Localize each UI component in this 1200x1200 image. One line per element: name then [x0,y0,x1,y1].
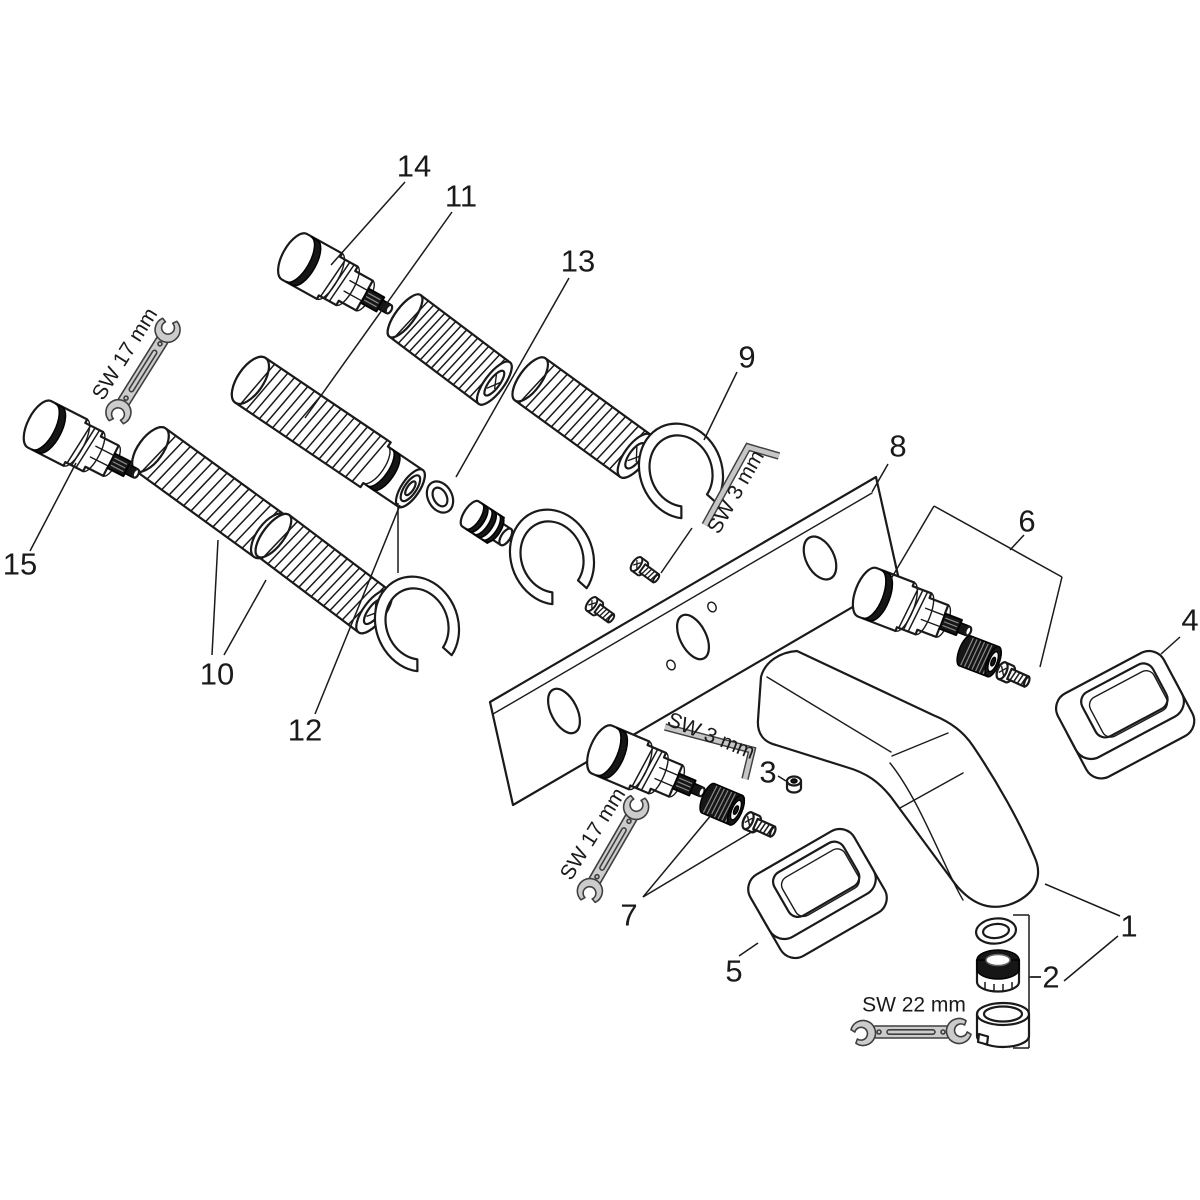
part-label-12: 12 [288,713,322,748]
threaded-extension-tube-11 [230,355,426,509]
part-label-11: 11 [445,179,477,214]
handle-screw-6 [993,659,1034,692]
leader-line-15 [29,462,77,552]
leader-line-10 [223,579,267,656]
leader-line-8 [871,463,889,493]
wall-plate [488,475,901,807]
circlip-12b [494,495,608,615]
escutcheon-5 [740,821,895,966]
leader-line-4 [1160,636,1181,655]
leader-line-10 [211,539,219,656]
part-label-15: 15 [3,547,37,582]
part-label-14: 14 [397,149,431,184]
aerator-insert [975,949,1021,993]
assembly-line [887,505,935,585]
part-label-3: 3 [759,755,776,790]
leader-line-12 [314,504,401,715]
grub-screw-3 [785,775,803,794]
part-label-13: 13 [561,244,595,279]
part-label-9: 9 [738,340,755,375]
part-label-4: 4 [1181,603,1198,638]
leader-line-13 [455,277,570,478]
assembly-line [1039,576,1063,668]
leader-line-7 [642,829,756,898]
leader-line-6 [1009,534,1025,551]
assembly-line [933,505,1063,578]
leader-line-7 [642,813,713,898]
valve-cartridge-14 [270,227,405,335]
washer-13 [425,480,455,514]
part-label-2: 2 [1042,960,1059,995]
threaded-extension-tube [380,288,519,411]
leader-line-14 [330,181,406,266]
hex-key-icon [664,723,757,780]
escutcheon-4 [1049,643,1200,786]
leader-line-3 [777,775,787,782]
plate-screw [627,554,664,588]
check-valve [459,499,514,547]
aerator-o-ring [974,917,1018,945]
part-label-1: 1 [1120,909,1137,944]
assembly-line [660,527,693,574]
valve-cartridge-6 [845,562,982,658]
part-label-7: 7 [620,898,637,933]
threaded-extension-tube [504,350,661,485]
hex-key-icon [701,442,781,527]
leader-line-1 [1044,883,1121,917]
tool-size-label-4: SW 22 mm [862,994,966,1017]
lever-handle-body [756,649,1040,908]
part-label-10: 10 [200,657,234,692]
tool-size-label-2: SW 3 mm [664,708,758,764]
leader-line-5 [738,942,759,957]
plate-screw [582,594,619,628]
part-label-5: 5 [725,954,742,989]
leader-line-11 [304,211,453,419]
part-label-8: 8 [889,429,906,464]
aerator-housing [975,1001,1031,1049]
leader-line-1 [1063,935,1119,982]
part-label-6: 6 [1018,504,1035,539]
open-end-wrench-icon [848,1014,974,1050]
leader-line-9 [703,371,738,441]
